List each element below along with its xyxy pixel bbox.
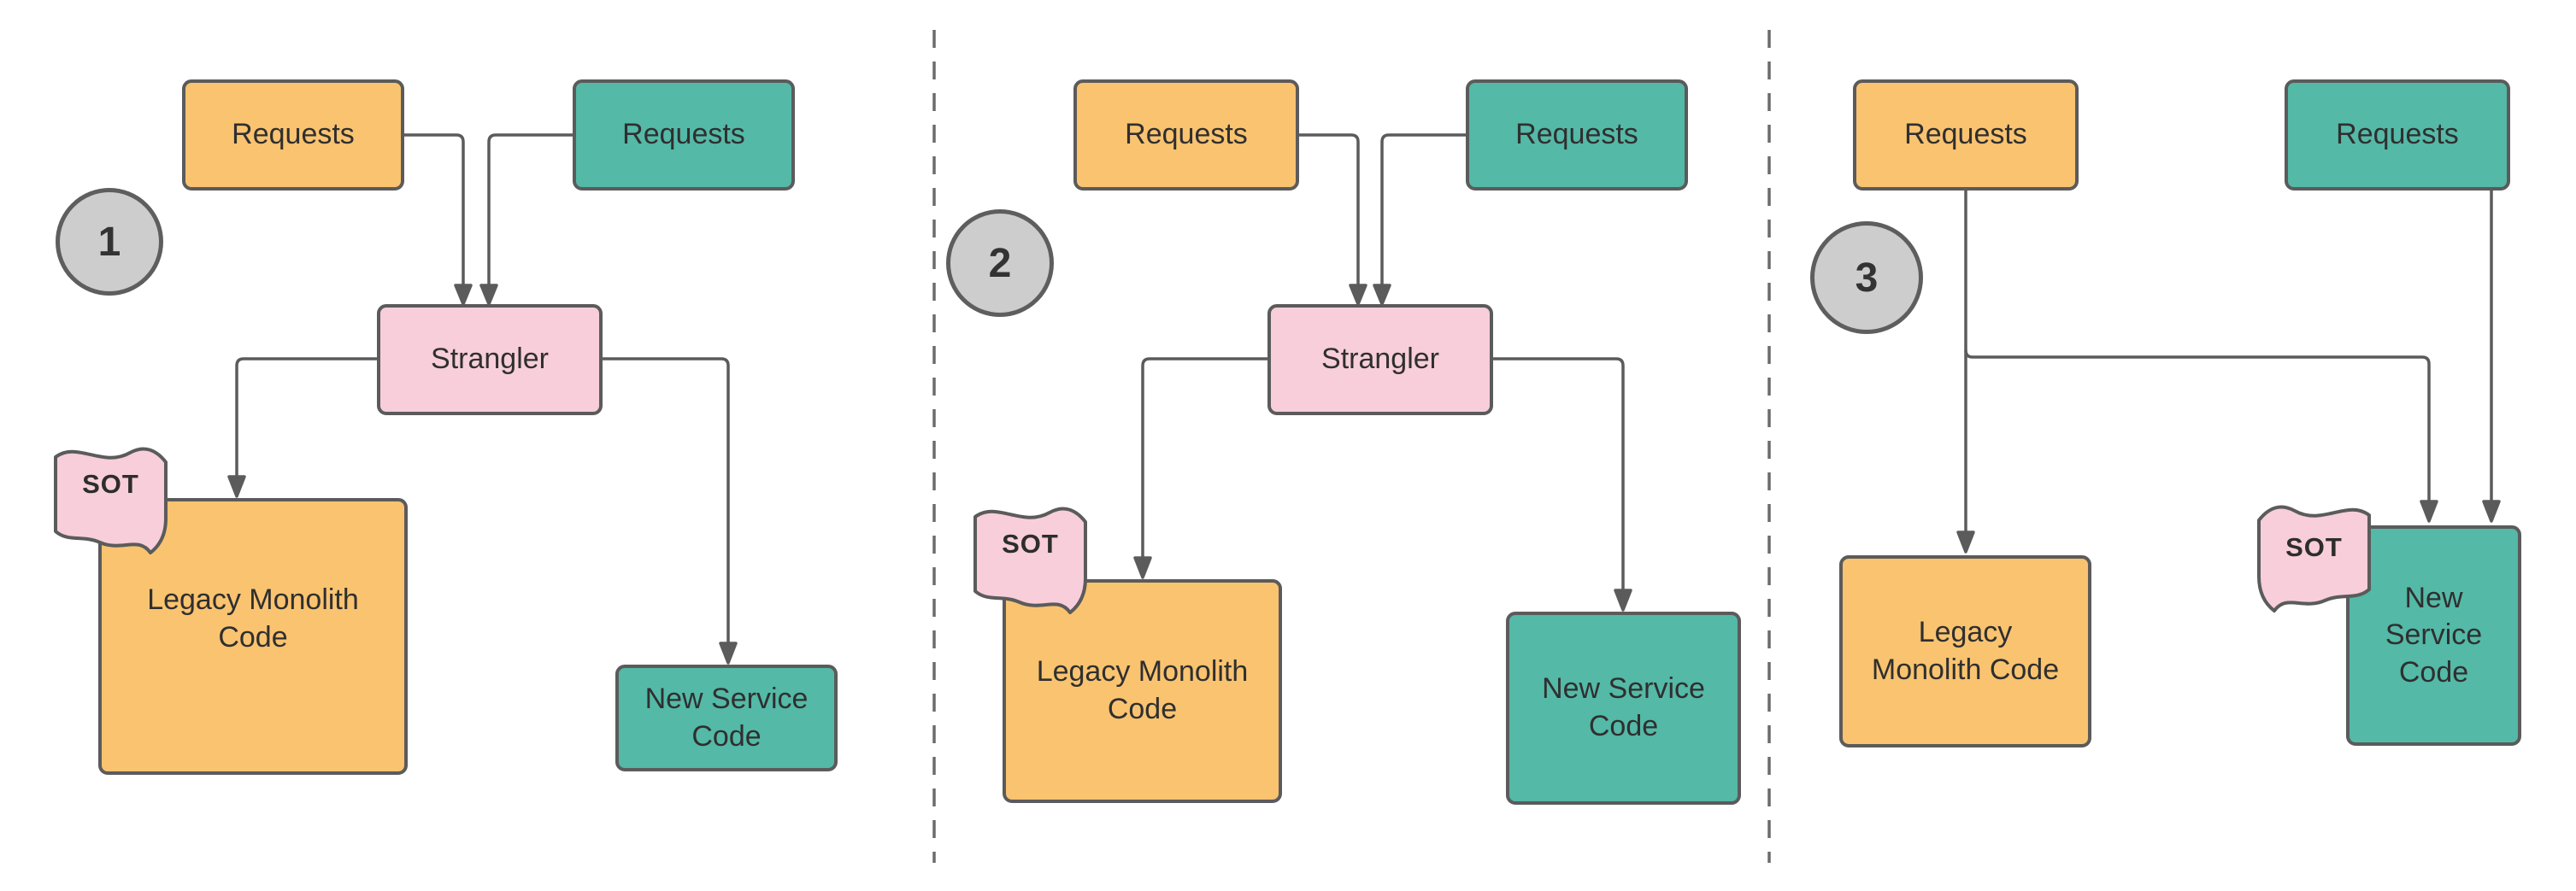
step-2-circle: 2 (946, 209, 1054, 317)
p2-arrowhead-legacy (1133, 556, 1152, 579)
p1-arrowhead-legacy (227, 475, 246, 498)
p2-teal-requests-to-strangler (1380, 133, 1466, 285)
p2-sot-label: SOT (1002, 529, 1059, 559)
p3-arrowhead-teal-new-service (2482, 500, 2501, 523)
p3-new-requests-box: Requests (2285, 79, 2510, 191)
p1-sot-flag: SOT (53, 440, 168, 555)
p3-legacy-requests-box: Requests (1853, 79, 2079, 191)
p3-legacy-requests-label: Requests (1904, 118, 2027, 151)
p2-legacy-monolith-label: Legacy Monolith Code (1036, 655, 1249, 725)
p1-legacy-monolith-label: Legacy Monolith Code (147, 583, 359, 654)
p3-sot-flag: SOT (2256, 498, 2372, 613)
p1-new-requests-box: Requests (573, 79, 795, 191)
p2-sot-flag-icon (973, 507, 1087, 614)
p2-new-requests-label: Requests (1515, 118, 1638, 151)
p3-orange-branch-to-new-service (1964, 349, 2431, 501)
p2-legacy-requests-box: Requests (1073, 79, 1299, 191)
p1-new-service-box: New Service Code (615, 665, 838, 771)
p2-strangler-to-new-service (1493, 357, 1625, 590)
p3-sot-label: SOT (2285, 532, 2343, 562)
p2-strangler-to-legacy (1141, 357, 1267, 558)
p2-new-service-label: New Service Code (1542, 672, 1705, 742)
p2-new-service-box: New Service Code (1506, 612, 1741, 805)
p1-sot-flag-icon (54, 447, 168, 554)
p1-legacy-requests-box: Requests (182, 79, 404, 191)
p1-new-service-label: New Service Code (644, 682, 809, 753)
p1-strangler-label: Strangler (431, 343, 549, 376)
p1-arrowhead-teal-strangler (479, 284, 498, 306)
step-2-number: 2 (988, 240, 1012, 286)
p2-new-requests-box: Requests (1466, 79, 1688, 191)
p3-sot-flag-icon (2257, 505, 2371, 613)
p1-new-requests-label: Requests (622, 118, 745, 151)
p1-sot-label: SOT (82, 469, 139, 499)
p3-arrowhead-legacy (1956, 530, 1975, 554)
p2-sot-flag: SOT (973, 500, 1088, 615)
step-3-number: 3 (1855, 255, 1879, 301)
p2-strangler-label: Strangler (1321, 343, 1439, 376)
p2-strangler-box: Strangler (1267, 304, 1493, 415)
p3-new-service-label: New Service Code (2385, 581, 2483, 689)
p2-orange-requests-to-strangler (1299, 133, 1360, 285)
p2-arrowhead-teal-strangler (1373, 284, 1391, 306)
p2-legacy-monolith-box: Legacy Monolith Code (1003, 579, 1282, 803)
p3-legacy-monolith-box: Legacy Monolith Code (1839, 555, 2091, 747)
p1-strangler-to-legacy (235, 357, 377, 477)
p1-teal-requests-to-strangler (487, 133, 573, 285)
p1-arrowhead-new-service (719, 642, 738, 665)
step-1-number: 1 (97, 219, 121, 265)
p3-new-requests-label: Requests (2336, 118, 2459, 151)
p3-new-service-box: New Service Code (2346, 525, 2521, 746)
p3-legacy-monolith-label: Legacy Monolith Code (1871, 615, 2060, 686)
p3-arrowhead-branch-new-service (2420, 500, 2438, 523)
p2-arrowhead-orange-strangler (1349, 284, 1367, 306)
p1-arrowhead-orange-strangler (454, 284, 473, 306)
p2-legacy-requests-label: Requests (1125, 118, 1248, 151)
step-3-circle: 3 (1810, 221, 1923, 334)
step-1-circle: 1 (56, 188, 163, 296)
p2-arrowhead-new-service (1614, 589, 1632, 612)
p1-orange-requests-to-strangler (404, 133, 465, 285)
p1-strangler-to-new-service (603, 357, 730, 643)
p1-strangler-box: Strangler (377, 304, 603, 415)
p1-legacy-requests-label: Requests (232, 118, 355, 151)
